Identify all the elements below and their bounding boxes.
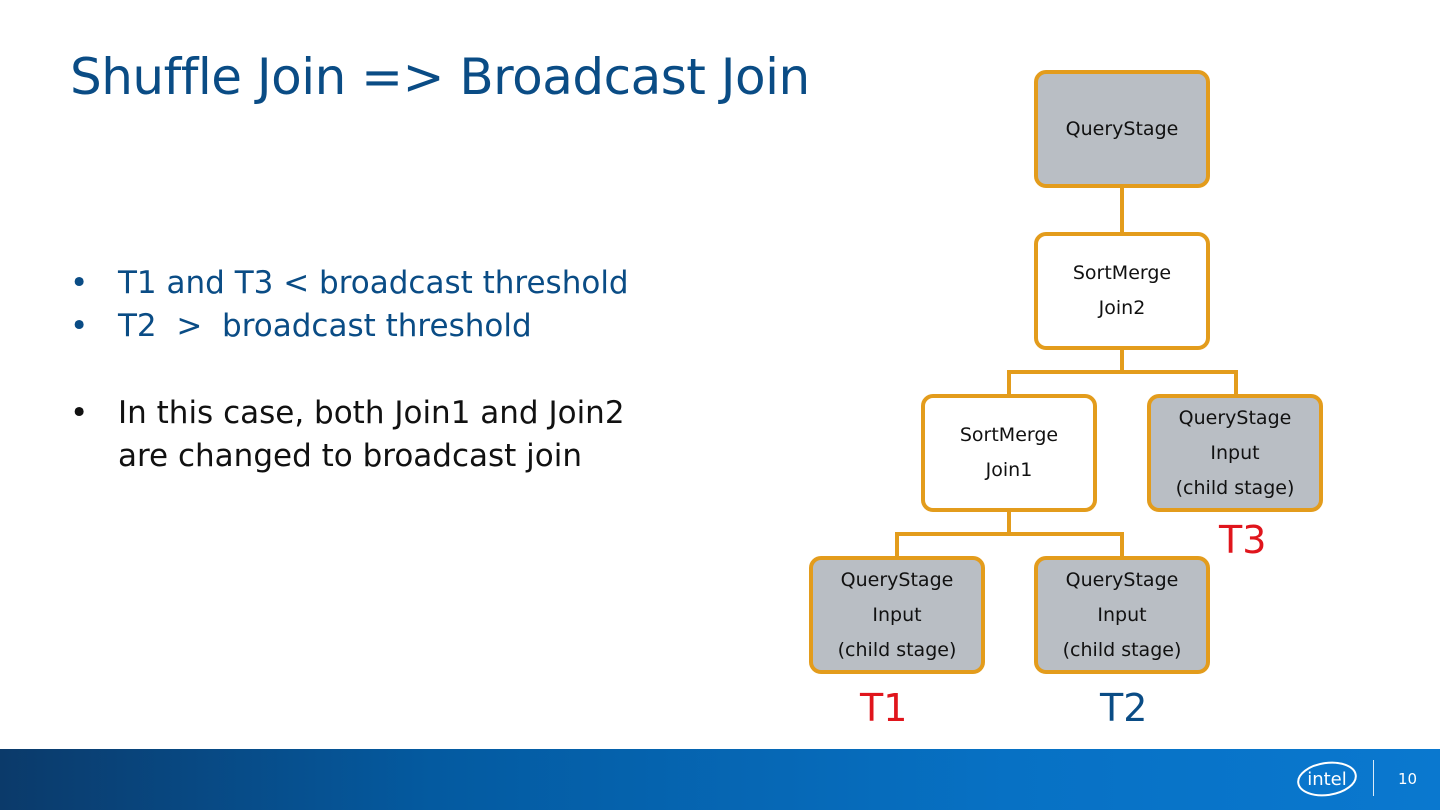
label-t3: T3 — [1219, 518, 1267, 562]
intel-logo: intel — [1297, 761, 1357, 797]
node-label: QueryStage — [1065, 568, 1179, 591]
bullet-item: • T2 > broadcast threshold — [70, 305, 750, 348]
bullet-text: T2 > broadcast threshold — [118, 308, 532, 344]
label-t1: T1 — [860, 686, 908, 730]
footer-divider — [1373, 760, 1374, 796]
edge-root-join2 — [1120, 186, 1124, 234]
bullet-item: • T1 and T3 < broadcast threshold — [70, 262, 750, 305]
intel-logo-text: intel — [1307, 769, 1347, 790]
edge-to-t3 — [1234, 370, 1238, 396]
bullet-list: • T1 and T3 < broadcast threshold • T2 >… — [70, 262, 750, 478]
bullet-marker: • — [70, 265, 89, 301]
node-querystage-root: QueryStage — [1034, 70, 1210, 188]
edge-to-t1 — [895, 532, 899, 558]
node-label: QueryStage — [840, 568, 954, 591]
node-label: SortMerge — [959, 424, 1059, 446]
node-label: Join2 — [1098, 297, 1146, 319]
node-label: SortMerge — [1072, 262, 1172, 284]
edge-to-t2 — [1120, 532, 1124, 558]
label-t2: T2 — [1100, 686, 1148, 730]
edge-join2-stem — [1120, 348, 1124, 372]
node-label: (child stage) — [1175, 476, 1295, 499]
node-label: Input — [1097, 603, 1147, 626]
bullet-text-line: are changed to broadcast join — [118, 438, 583, 474]
node-label: Input — [1210, 441, 1260, 464]
node-querystage-input-t1: QueryStage Input (child stage) — [809, 556, 985, 674]
node-sortmerge-join2: SortMerge Join2 — [1034, 232, 1210, 350]
node-label: Input — [872, 603, 922, 626]
node-label: (child stage) — [1062, 638, 1182, 661]
node-sortmerge-join1: SortMerge Join1 — [921, 394, 1097, 512]
node-label: QueryStage — [1065, 117, 1179, 140]
slide-title: Shuffle Join => Broadcast Join — [70, 48, 810, 106]
edge-join2-bar — [1007, 370, 1238, 374]
bullet-text-line: In this case, both Join1 and Join2 — [118, 395, 625, 431]
page-number: 10 — [1398, 770, 1418, 788]
node-querystage-input-t2: QueryStage Input (child stage) — [1034, 556, 1210, 674]
bullet-marker: • — [70, 395, 89, 431]
bullet-marker: • — [70, 308, 89, 344]
edge-join1-stem — [1007, 510, 1011, 534]
node-label: QueryStage — [1178, 406, 1292, 429]
bullet-text: T1 and T3 < broadcast threshold — [118, 265, 629, 301]
footer-bar — [0, 749, 1440, 810]
node-label: Join1 — [985, 459, 1033, 481]
edge-join1-bar — [895, 532, 1124, 536]
edge-to-join1 — [1007, 370, 1011, 396]
bullet-item: • In this case, both Join1 and Join2 are… — [70, 392, 750, 478]
node-querystage-input-t3: QueryStage Input (child stage) — [1147, 394, 1323, 512]
node-label: (child stage) — [837, 638, 957, 661]
